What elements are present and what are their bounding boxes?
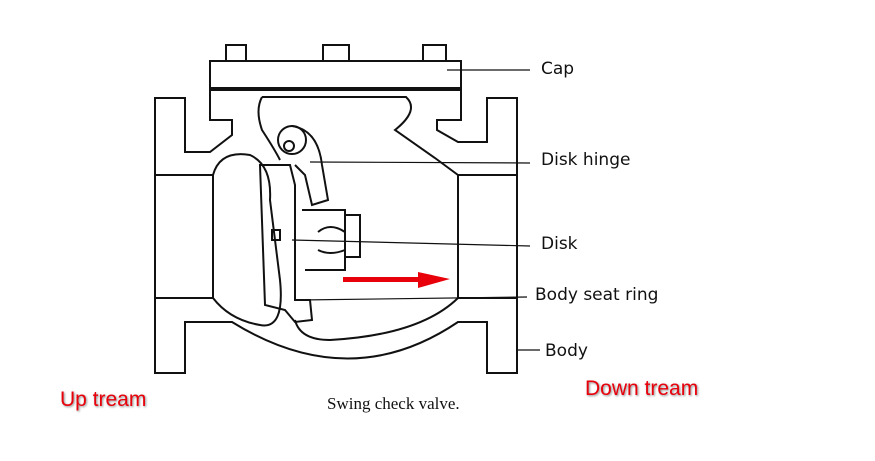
leader-lines [291,69,540,351]
upstream-label: Up tream [60,388,147,411]
inlet-cavity [212,153,282,327]
outlet-cavity [294,297,459,342]
body-outline [154,89,518,374]
figure-caption: Swing check valve. [327,394,460,413]
label-body: Body [545,341,588,361]
label-disk: Disk [541,234,578,254]
flow-arrow [343,272,450,288]
cap-bolts [225,44,447,62]
label-disk-hinge: Disk hinge [541,150,631,170]
label-cap: Cap [541,59,575,79]
downstream-label: Down tream [585,377,699,400]
bonnet-cavity [257,96,459,176]
cap-plate [209,60,462,89]
disk-hinge [277,125,330,207]
label-body-seat-ring: Body seat ring [535,285,659,305]
